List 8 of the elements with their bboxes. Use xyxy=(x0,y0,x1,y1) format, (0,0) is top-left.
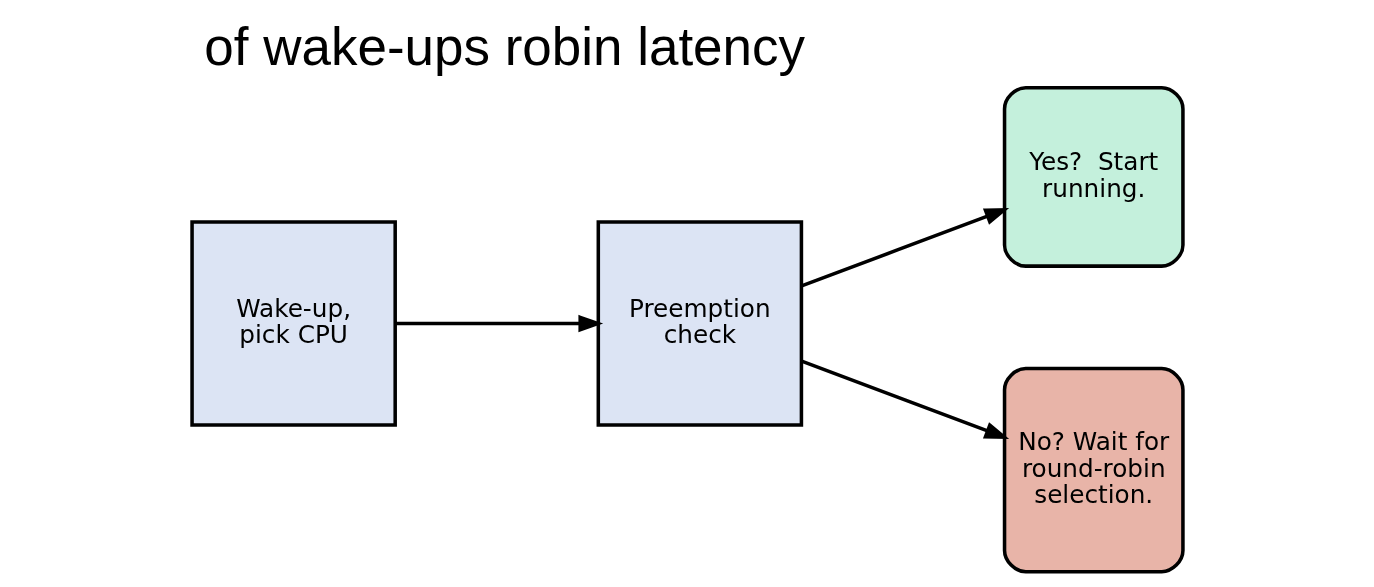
arrow xyxy=(800,208,1009,288)
node-box: Preemption check xyxy=(596,220,803,427)
arrow xyxy=(800,359,1009,440)
diagram-title: of wake-ups robin latency xyxy=(203,16,805,76)
node-box: Yes? Start running. xyxy=(1002,85,1185,268)
node-box: Wake-up, pick CPU xyxy=(189,220,397,427)
arrow xyxy=(394,314,603,333)
node-box: No? Wait for round-robin selection. xyxy=(1002,366,1185,574)
